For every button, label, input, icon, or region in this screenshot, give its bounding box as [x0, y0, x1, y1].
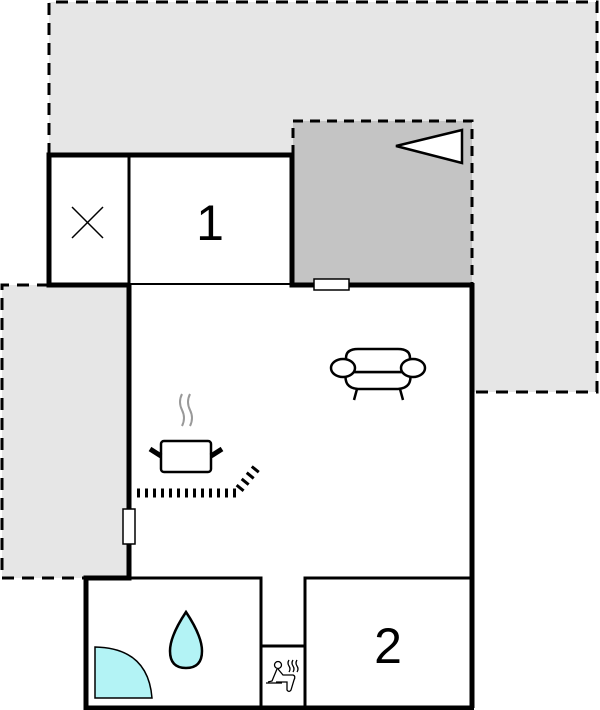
- window: [313, 278, 350, 291]
- sofa-icon: [329, 347, 427, 401]
- room-label-bedroom-1: 1: [196, 195, 224, 251]
- sauna-icon: [266, 659, 299, 693]
- terrace-left: [0, 283, 129, 580]
- covered-terrace: [291, 119, 474, 284]
- stove-icon: [137, 463, 262, 498]
- water-drop-icon: [168, 609, 204, 670]
- walls: [46, 152, 475, 710]
- triangle-marker-icon: [395, 128, 464, 165]
- cooking-pot-icon: [148, 393, 224, 474]
- shower-icon: [94, 646, 153, 699]
- window: [122, 508, 136, 545]
- room-label-bedroom-2: 2: [374, 618, 402, 674]
- x-mark-icon: [71, 206, 104, 239]
